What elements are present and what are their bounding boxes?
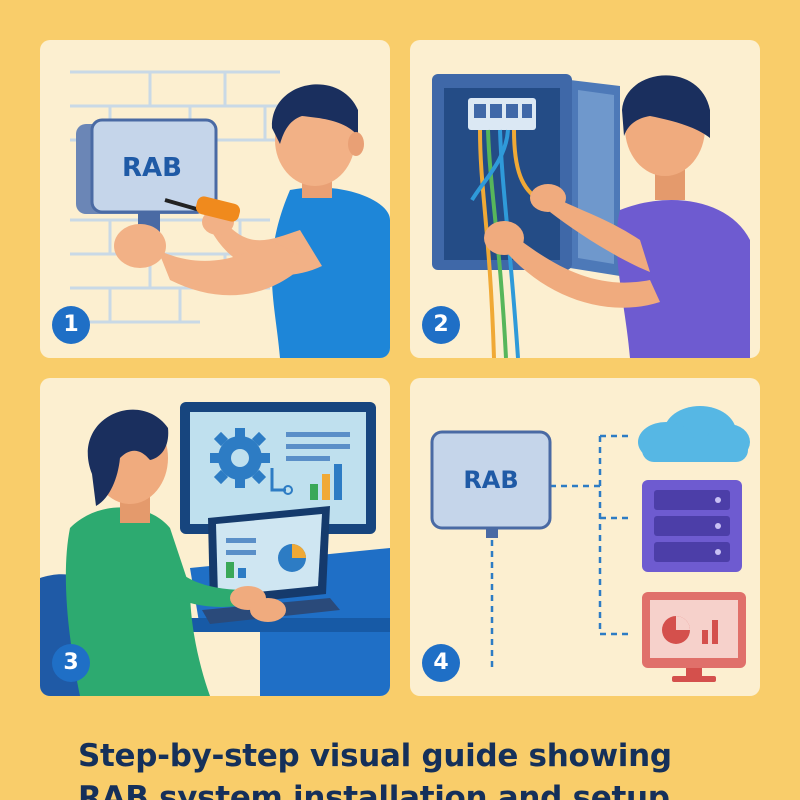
step-2-illustration — [432, 74, 750, 358]
caption-line-2: RAB system installation and setup — [78, 780, 670, 800]
gear-icon — [210, 428, 270, 488]
monitor-text-lines — [286, 432, 350, 461]
step-number-badge: 1 — [52, 306, 90, 344]
pie-chart-icon — [278, 544, 306, 572]
person-shirt — [271, 187, 390, 358]
step-1-illustration: RAB — [70, 70, 390, 358]
step-number-badge: 2 — [422, 306, 460, 344]
monitor-icon — [642, 592, 746, 682]
laptop — [202, 506, 340, 624]
step-3-illustration — [40, 402, 390, 696]
step-1-panel: RAB 1 — [40, 40, 390, 358]
step-2-panel: 2 — [410, 40, 760, 358]
person-shirt — [616, 200, 750, 358]
step-4-panel: RAB 4 — [410, 378, 760, 696]
step-3-panel: 3 — [40, 378, 390, 696]
connection-lines — [490, 434, 630, 668]
caption-line-1: Step-by-step visual guide showing — [78, 738, 672, 774]
screwdriver-icon — [164, 196, 241, 222]
person-shirt — [65, 507, 210, 696]
rab-device: RAB — [76, 118, 218, 236]
rab-device: RAB — [430, 430, 552, 538]
server-icon — [642, 480, 742, 572]
step-number-badge: 4 — [422, 644, 460, 682]
device-label-1: RAB — [122, 153, 182, 183]
cloud-icon — [638, 406, 750, 462]
person-hair — [622, 75, 710, 138]
step-4-illustration: RAB — [430, 406, 750, 682]
person-hair — [87, 409, 169, 506]
bar-chart-icon — [310, 464, 342, 500]
caption: Step-by-step visual guide showing RAB sy… — [78, 735, 778, 800]
step-number-badge: 3 — [52, 644, 90, 682]
device-label-4: RAB — [463, 466, 518, 494]
person-hair — [271, 84, 358, 144]
